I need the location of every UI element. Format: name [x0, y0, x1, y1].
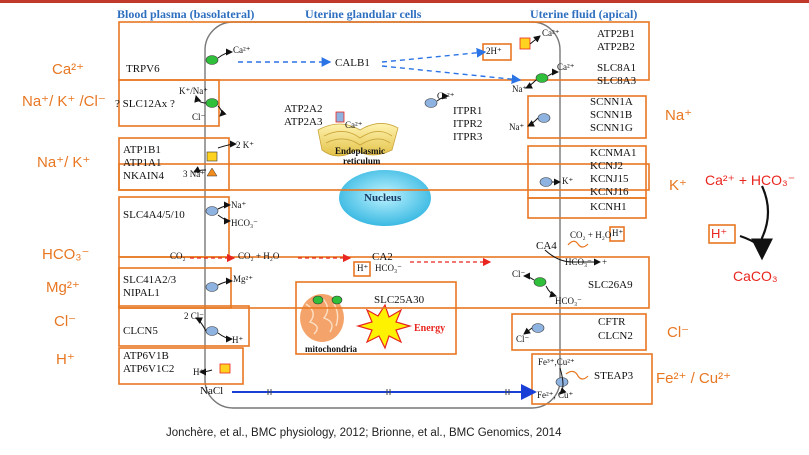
lbl-ca-slc8: Ca²⁺ — [557, 62, 574, 73]
lbl-h-clcn5: H⁺ — [232, 335, 243, 346]
gene-kcnma1: KCNMA1 — [590, 147, 636, 160]
lbl-ca-atp2b: Ca²⁺ — [542, 28, 559, 39]
gene-slc8a1: SLC8A1 — [597, 62, 636, 75]
right-ion-k: K⁺ — [669, 176, 687, 194]
lbl-3na: 3 Na⁺ — [183, 169, 205, 180]
lbl-h-ca2: H⁺ — [357, 263, 368, 274]
left-ion-ca: Ca²⁺ — [52, 60, 84, 78]
gene-atp2b1: ATP2B1 — [597, 28, 635, 41]
right-ion-cl: Cl⁻ — [667, 323, 689, 341]
mitochondria-label: mitochondria — [305, 344, 357, 354]
lbl-cl-cftr: Cl⁻ — [516, 334, 529, 345]
gene-itpr1: ITPR1 — [453, 105, 482, 118]
reaction-proton: H⁺ — [711, 226, 727, 242]
gene-nipal1: NIPAL1 — [123, 287, 160, 300]
gene-atp2b2: ATP2B2 — [597, 41, 635, 54]
lbl-hco3-slc4: HCO₃⁻ — [231, 218, 258, 229]
gene-ca4: CA4 — [536, 240, 557, 253]
gene-atp2a2: ATP2A2 — [284, 103, 323, 116]
lbl-na-slc4: Na⁺ — [231, 200, 246, 211]
right-ion-na: Na⁺ — [665, 106, 692, 124]
lbl-na-slc8: Na⁺ — [512, 84, 527, 95]
left-ion-h: H⁺ — [56, 350, 75, 368]
lbl-hco3-slc26: HCO₃⁻ — [555, 296, 582, 307]
lbl-fe3: Fe³⁺,Cu²⁺ — [538, 357, 575, 368]
lbl-kna: K⁺/Na⁺ — [179, 86, 208, 97]
gene-atp2a3: ATP2A3 — [284, 116, 323, 129]
lbl-fe2: Fe²⁺, Cu⁺ — [537, 390, 573, 401]
lbl-cl-slc12: Cl⁻ — [192, 112, 205, 123]
gene-atp6v1c2: ATP6V1C2 — [123, 363, 174, 376]
gene-nkain4: NKAIN4 — [123, 170, 164, 183]
er-label-line2: reticulum — [343, 156, 380, 166]
lbl-h-atp6: H⁺ — [193, 367, 204, 378]
er-label-line1: Endoplasmic — [335, 146, 385, 156]
lbl-hco3-ca2: HCO₃⁻ — [375, 263, 402, 274]
nucleus-label: Nucleus — [364, 192, 401, 204]
gene-slc4a: SLC4A4/5/10 — [123, 209, 185, 222]
label-nacl: NaCl — [200, 385, 223, 398]
left-ion-na-k-cl: Na⁺/ K⁺ /Cl⁻ — [22, 92, 106, 110]
lbl-cl-slc26: Cl⁻ — [512, 269, 525, 280]
lbl-co2h2o-ca4: CO₂ + H₂O — [570, 230, 611, 240]
lbl-h-ca4: H⁺ — [612, 228, 623, 239]
lbl-2k: 2 K⁺ — [236, 140, 254, 151]
gene-slc25a30: SLC25A30 — [374, 294, 424, 307]
gene-clcn5: CLCN5 — [123, 325, 158, 338]
gene-kcnj16: KCNJ16 — [590, 186, 629, 199]
lbl-2cl: 2 Cl⁻ — [184, 311, 204, 322]
gene-kcnj2: KCNJ2 — [590, 160, 623, 173]
reaction-reactants: Ca²⁺ + HCO₃⁻ — [705, 172, 795, 189]
gene-scnn1b: SCNN1B — [590, 109, 632, 122]
lbl-2h: 2H⁺ — [486, 46, 502, 57]
gene-slc12ax: ? SLC12Ax ? — [115, 98, 175, 111]
lbl-mg: Mg²⁺ — [233, 274, 253, 285]
gene-scnn1g: SCNN1G — [590, 122, 633, 135]
lbl-co2: CO₂ — [170, 251, 186, 261]
lbl-plus-ca4: + — [602, 257, 607, 267]
gene-trpv6: TRPV6 — [126, 63, 160, 76]
energy-label: Energy — [414, 323, 445, 334]
right-ion-fe-cu: Fe²⁺ / Cu²⁺ — [656, 369, 731, 387]
left-ion-mg: Mg²⁺ — [46, 278, 80, 296]
gene-clcn2: CLCN2 — [598, 330, 633, 343]
gene-itpr2: ITPR2 — [453, 118, 482, 131]
left-ion-cl: Cl⁻ — [54, 312, 76, 330]
gene-atp6v1b: ATP6V1B — [123, 350, 169, 363]
gene-slc26a9: SLC26A9 — [588, 279, 633, 292]
citation-text: Jonchère, et al., BMC physiology, 2012; … — [166, 427, 561, 439]
lbl-ca-er: Ca²⁺ — [345, 120, 362, 131]
header-apical: Uterine fluid (apical) — [530, 7, 637, 22]
lbl-ca-itpr: Ca²⁺ — [437, 91, 454, 102]
gene-itpr3: ITPR3 — [453, 131, 482, 144]
gene-kcnh1: KCNH1 — [590, 201, 627, 214]
gene-steap3: STEAP3 — [594, 370, 633, 383]
gene-calb1: CALB1 — [335, 57, 370, 70]
lbl-k-kcn: K⁺ — [562, 176, 573, 187]
gene-atp1b1: ATP1B1 — [123, 144, 161, 157]
citation: Jonchère, et al., BMC physiology, 2012; … — [166, 427, 561, 439]
header-uterine-cells: Uterine glandular cells — [305, 7, 421, 22]
gene-slc41a: SLC41A2/3 — [123, 274, 176, 287]
reaction-product: CaCO₃ — [733, 268, 778, 284]
gene-kcnj15: KCNJ15 — [590, 173, 629, 186]
gene-atp1a1: ATP1A1 — [123, 157, 162, 170]
lbl-na-scnn: Na⁺ — [509, 122, 524, 133]
energy-burst-shape — [358, 305, 410, 348]
gene-slc8a3: SLC8A3 — [597, 75, 636, 88]
gene-scnn1a: SCNN1A — [590, 96, 633, 109]
left-ion-hco3: HCO₃⁻ — [42, 245, 89, 263]
left-ion-na-k: Na⁺/ K⁺ — [37, 153, 90, 171]
header-basolateral: Blood plasma (basolateral) — [117, 7, 254, 22]
lbl-co2h2o: CO₂ + H₂O — [238, 251, 279, 261]
lbl-hco3-ca4: HCO₃⁻ — [565, 257, 592, 268]
gene-slc12ax-label: SLC12Ax ? — [123, 98, 175, 110]
gene-cftr: CFTR — [598, 316, 626, 329]
lbl-ca-trpv6: Ca²⁺ — [233, 45, 250, 56]
